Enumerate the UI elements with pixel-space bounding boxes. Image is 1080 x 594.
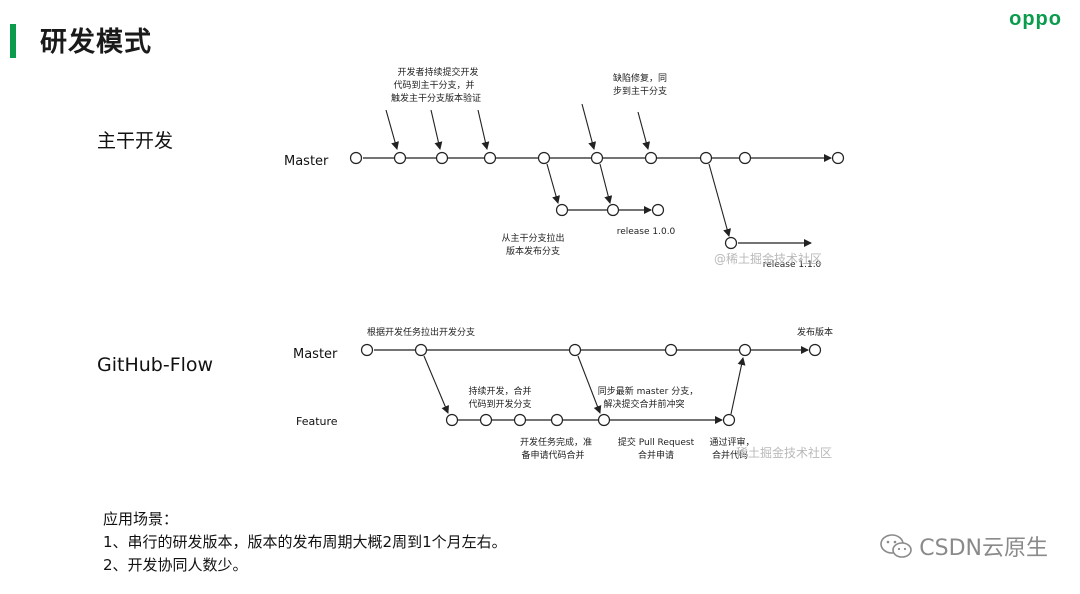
title-accent-bar (10, 24, 16, 58)
commit-node (483, 151, 497, 165)
trunk-master-commits (349, 151, 845, 165)
merge-feature-to-master (730, 357, 746, 415)
branch-out-release-110 (708, 163, 731, 237)
oppo-logo: oppo (1009, 8, 1062, 30)
annotation-continuous-1: 持续开发，合并 (468, 385, 531, 397)
annotation-pull-release-2: 版本发布分支 (506, 245, 560, 257)
commit-node (435, 151, 449, 165)
commit-node (738, 151, 752, 165)
annotation-pull-feature: 根据开发任务拉出开发分支 (367, 326, 475, 338)
notes-item-2: 2、开发协同人数少。 (103, 556, 248, 574)
commit-node (831, 151, 845, 165)
section-label-trunk: 主干开发 (97, 130, 174, 152)
annotation-pr-2: 合并申请 (638, 449, 674, 461)
wechat-icon (880, 534, 913, 558)
branch-out-release-100 (546, 163, 560, 204)
watermark-trunk: @稀土掘金技术社区 (714, 252, 823, 266)
trunk-dev-arrows (385, 103, 651, 150)
notes-heading: 应用场景： (103, 510, 179, 528)
github-master-label: Master (293, 347, 338, 362)
bugfix-to-release-100 (599, 163, 613, 204)
commit-node (393, 151, 407, 165)
watermark-github: 稀土掘金技术社区 (736, 446, 833, 460)
annotation-release: 发布版本 (797, 326, 833, 338)
annotation-pr-1: 提交 Pull Request (618, 436, 695, 448)
release-110-label: release 1.1.0 (763, 260, 822, 270)
source-watermark: CSDN云原生 (879, 530, 1048, 562)
annotation-dev-commit-1: 开发者持续提交开发 (397, 66, 478, 78)
trunk-master-label: Master (284, 154, 329, 169)
annotation-review-1: 通过评审， (709, 436, 754, 448)
release-100-label: release 1.0.0 (617, 227, 676, 237)
commit-node (590, 151, 604, 165)
feature-commits (445, 413, 736, 427)
release-110-commit (724, 236, 738, 250)
commit-node (699, 151, 713, 165)
annotation-sync-2: 解决提交合并前冲突 (603, 398, 684, 410)
page-title: 研发模式 (40, 27, 152, 58)
source-text: CSDN云原生 (919, 536, 1048, 561)
annotation-task-done-1: 开发任务完成，准 (520, 436, 592, 448)
commit-node (349, 151, 363, 165)
annotation-bugfix-2: 步到主干分支 (613, 85, 667, 97)
github-feature-label: Feature (296, 415, 338, 428)
annotation-sync-1: 同步最新 master 分支， (598, 385, 698, 397)
annotation-dev-commit-2: 代码到主干分支，并 (393, 79, 474, 91)
notes-item-1: 1、串行的研发版本，版本的发布周期大概2周到1个月左右。 (103, 533, 507, 551)
annotation-task-done-2: 备申请代码合并 (521, 449, 584, 461)
commit-node (644, 151, 658, 165)
branch-out-feature (423, 355, 449, 414)
annotation-bugfix-1: 缺陷修复，同 (613, 72, 667, 84)
sync-master-to-feature (577, 355, 602, 414)
usage-notes: 应用场景： 1、串行的研发版本，版本的发布周期大概2周到1个月左右。 2、开发协… (103, 508, 507, 577)
annotation-review-2: 合并代码 (712, 449, 748, 461)
commit-node (537, 151, 551, 165)
annotation-pull-release-1: 从主干分支拉出 (501, 232, 564, 244)
release-100-commits (555, 203, 665, 217)
section-label-github-flow: GitHub-Flow (97, 354, 214, 376)
github-master-commits (360, 343, 822, 357)
annotation-dev-commit-3: 触发主干分支版本验证 (391, 92, 481, 104)
annotation-continuous-2: 代码到开发分支 (468, 398, 531, 410)
